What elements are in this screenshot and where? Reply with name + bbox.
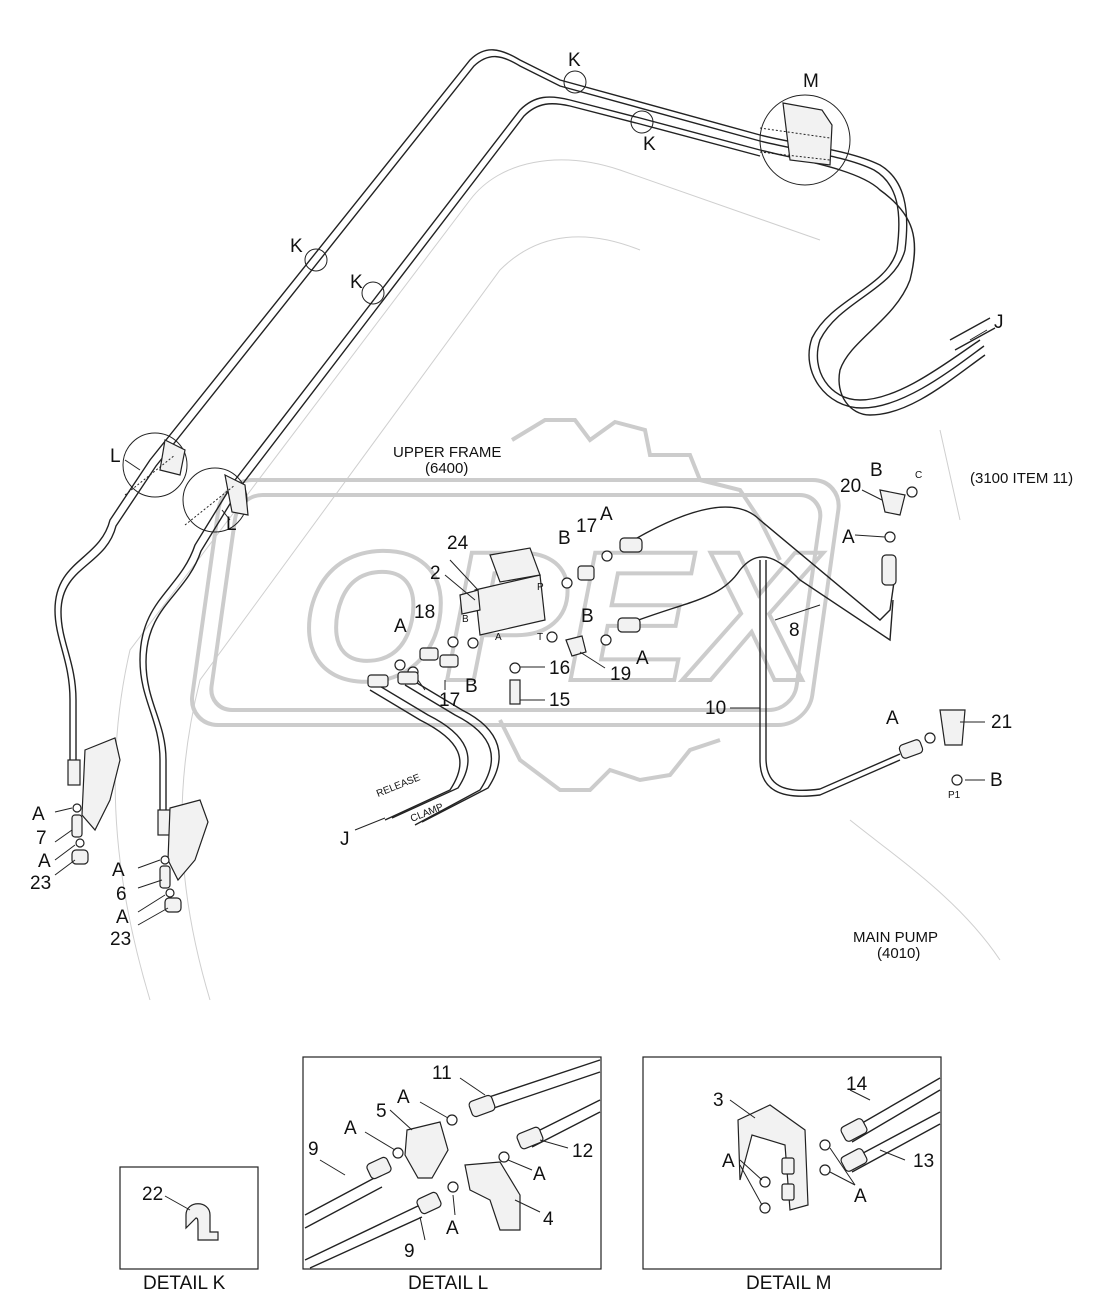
callout-b-2: B [581,606,594,627]
callout-a-15: A [854,1186,867,1207]
callout-a-3: A [394,616,407,637]
detail-l-box [302,1056,602,1270]
detail-m-box [642,1056,942,1270]
clamp-markers [304,70,654,305]
callout-leaders [54,329,988,926]
callout-17-2: 17 [439,690,460,711]
boom-hose-inner [139,96,986,830]
callout-l-2: L [226,514,237,535]
callout-a-11: A [344,1118,357,1139]
callout-k-1: K [568,50,581,71]
detail-l-markers [122,432,249,533]
bracket-part-5 [404,1121,449,1179]
callout-a-8: A [112,860,125,881]
valve-port-t-label: T [537,632,543,643]
callout-j-bottom: J [340,829,350,850]
clamp-label: CLAMP [409,802,445,825]
callout-a-13: A [446,1218,459,1239]
valve-hoses [367,317,996,826]
callout-b-3: B [465,676,478,697]
callout-16: 16 [549,658,570,679]
callout-a-5: A [886,708,899,729]
detail-k-title: DETAIL K [143,1273,226,1294]
detail-l: 11 A 5 A 9 12 A 4 A 9 DETAIL L [302,1056,602,1294]
callout-k-4: K [350,272,363,293]
upper-frame-ref: (6400) [425,460,468,477]
callout-24: 24 [447,533,469,554]
callout-13: 13 [913,1151,934,1172]
callout-a-6: A [32,804,45,825]
detail-m-marker [759,94,851,186]
callout-a-4: A [842,527,855,548]
bracket-part-4 [464,1161,521,1231]
detail-m: 3 A 14 13 A DETAIL M [642,1056,942,1294]
callout-k-2: K [643,134,656,155]
detail-k-box [119,1166,259,1270]
callout-k-3: K [290,236,303,257]
callout-15: 15 [549,690,570,711]
callout-10: 10 [705,698,726,719]
callout-20: 20 [840,476,861,497]
valve-port-p-label: P [537,582,544,593]
callout-2: 2 [430,563,441,584]
callout-7: 7 [36,828,47,849]
callout-a-1: A [600,504,613,525]
callout-23-1: 23 [30,873,51,894]
callout-23-2: 23 [110,929,131,950]
callout-b-5: B [990,770,1003,791]
detail-m-title: DETAIL M [746,1273,832,1294]
callout-17-1: 17 [576,516,597,537]
callout-8: 8 [789,620,800,641]
release-label: RELEASE [375,772,422,800]
detail-k: 22 DETAIL K [119,1166,259,1294]
valve-port-b-label: B [462,614,469,625]
callout-9-1: 9 [308,1139,319,1160]
main-pump-label: MAIN PUMP [853,929,938,946]
callout-a-14: A [722,1151,735,1172]
callout-a-10: A [397,1087,410,1108]
left-end-fittings [67,737,209,913]
callout-3: 3 [713,1090,724,1111]
callout-21: 21 [991,712,1012,733]
callout-b-4: B [870,460,883,481]
clamp-k-2 [630,110,654,134]
clamp-k-4 [361,281,385,305]
callout-m: M [803,71,819,92]
callout-12: 12 [572,1141,593,1162]
callout-a-7: A [38,851,51,872]
main-pump-ref: (4010) [877,945,920,962]
clamp-k-1 [563,70,587,94]
callout-4: 4 [543,1209,554,1230]
callout-l-1: L [110,446,121,467]
callout-a-2: A [636,648,649,669]
item-ref-label: (3100 ITEM 11) [970,470,1073,487]
detail-l-title: DETAIL L [408,1273,488,1294]
callout-6: 6 [116,884,127,905]
clamp-k-3 [304,248,328,272]
upper-frame-label: UPPER FRAME [393,444,501,461]
boom-hose-outer [54,49,985,760]
callout-11: 11 [432,1063,452,1084]
valve-port-a-label: A [495,632,502,643]
port-c-label: C [915,470,922,481]
clamp-part-22 [185,1203,219,1241]
callout-a-9: A [116,907,129,928]
callout-j-top: J [994,312,1004,333]
callout-19: 19 [610,664,631,685]
callout-5: 5 [376,1101,387,1122]
callout-9-2: 9 [404,1241,415,1262]
port-p1-label: P1 [948,790,961,801]
callout-b-1: B [558,528,571,549]
bracket-part-3 [737,1104,809,1211]
callout-22: 22 [142,1184,163,1205]
callout-18: 18 [414,602,435,623]
callout-14: 14 [846,1074,868,1095]
callout-a-12: A [533,1164,546,1185]
